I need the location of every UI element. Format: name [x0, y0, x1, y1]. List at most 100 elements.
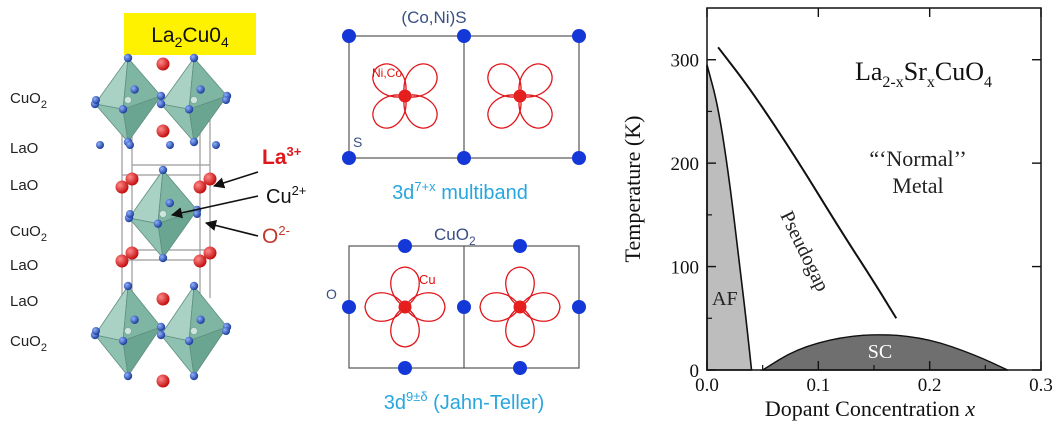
octahedron-middle-oxygen-1: [158, 253, 168, 263]
lanthanum-atom-5: [203, 172, 217, 186]
oxygen-site-2: [342, 300, 356, 314]
octahedron-bottom-left-oxygen-4: [118, 336, 128, 346]
orbital-bottom-site-label: Cu: [419, 272, 436, 287]
oxygen-edge-1: [222, 96, 230, 104]
octahedron-bottom-right-oxygen-1: [189, 371, 199, 381]
orbital-bottom-right: [479, 266, 561, 348]
af-region: [706, 64, 753, 371]
octahedron-top-right: [159, 56, 229, 144]
pseudogap-line: [717, 46, 898, 319]
lanthanum-atom-6: [115, 254, 129, 268]
y-tick-label-0: 0: [690, 361, 700, 382]
sc-region-label: SC: [868, 341, 892, 363]
lanthanum-atom-2: [115, 180, 129, 194]
octahedron-bottom-right-oxygen-0: [189, 281, 199, 291]
oxygen-sites: [342, 239, 586, 375]
pseudogap-label: Pseudogap: [776, 208, 834, 296]
oxygen-site-0: [398, 239, 412, 253]
oxygen-edge-8: [166, 141, 174, 149]
y-axis-label: Temperature (K): [620, 116, 645, 263]
lanthanum-atom-0: [156, 57, 170, 71]
orbital-bottom-caption: 3d9±δ (Jahn-Teller): [384, 389, 545, 414]
normal-metal-label-1: “‘Normal’’: [869, 146, 966, 171]
orbital-top-title: (Co,Ni)S: [401, 8, 466, 27]
normal-metal-label-2: Metal: [892, 173, 943, 198]
octahedron-middle-oxygen-5: [165, 198, 174, 208]
octahedron-bottom-left-oxygen-5: [130, 315, 139, 324]
sulfur-site-5: [572, 151, 586, 165]
orbital-panel-top: (Co,Ni)S Ni,Co S 3d7+x multiband: [342, 8, 586, 204]
lanthanum-atom-7: [125, 246, 139, 260]
lanthanum-atom-11: [156, 374, 170, 388]
oxygen-edge-9: [212, 141, 220, 149]
octahedron-middle-oxygen-0: [158, 165, 168, 175]
x-tick-label-0: 0.0: [695, 375, 719, 396]
orbital-panel-bottom: CuO2 Cu O 3d9±δ (Jahn-Teller): [326, 225, 586, 414]
layer-label-4: LaO: [10, 257, 38, 274]
oxygen-edge-3: [222, 327, 230, 335]
octahedra: [93, 56, 229, 378]
octahedron-top-right-oxygen-5: [196, 85, 205, 94]
y-tick-label-1: 100: [671, 258, 700, 279]
lanthanum-atom-3: [125, 172, 139, 186]
oxygen-edge-4: [126, 210, 134, 218]
lanthanum-atom-4: [193, 180, 207, 194]
layer-label-1: LaO: [10, 140, 38, 157]
lanthanum-atom-1: [156, 124, 170, 138]
lanthanum-atom-10: [156, 292, 170, 306]
orbital-top-right: [487, 63, 553, 129]
la-arrow: [212, 171, 259, 189]
octahedron-bottom-right-oxygen-5: [196, 315, 205, 324]
layer-label-6: CuO2: [10, 333, 47, 354]
octahedron-middle-copper: [159, 210, 167, 218]
octahedron-top-right-copper: [190, 96, 198, 104]
sulfur-site-1: [457, 29, 471, 43]
cu-d-orbitals: [364, 266, 561, 348]
o-arrow: [204, 220, 259, 237]
octahedron-top-left-oxygen-3: [156, 91, 166, 101]
y-tick-label-2: 200: [671, 154, 700, 175]
nico-d-orbitals: [372, 63, 553, 129]
orbital-top-caption: 3d7+x multiband: [392, 179, 528, 204]
orbital-top-left: [372, 63, 438, 129]
layer-label-2: LaO: [10, 177, 38, 194]
ion-labels: La3+ Cu2+ O2-: [170, 144, 306, 248]
oxygen-site-4: [572, 300, 586, 314]
octahedron-top-left: [93, 56, 163, 144]
oxygen-site-6: [513, 361, 527, 375]
octahedron-bottom-left: [93, 284, 163, 378]
orbital-top-corner-label: S: [353, 134, 362, 150]
octahedron-middle-oxygen-4: [153, 219, 163, 228]
oxygen-edge-7: [126, 141, 134, 149]
octahedron-bottom-left-oxygen-1: [123, 371, 133, 381]
octahedron-top-left-oxygen-5: [130, 85, 139, 94]
oxygen-edge-5: [193, 210, 201, 218]
octahedron-bottom-left-oxygen-0: [123, 281, 133, 291]
sc-dome: [760, 334, 1008, 371]
o-ion-label: O2-: [262, 223, 290, 248]
sulfur-sites: [342, 29, 586, 165]
af-region-label: AF: [712, 288, 738, 310]
octahedron-top-left-copper: [124, 96, 132, 104]
sulfur-site-2: [572, 29, 586, 43]
y-tick-label-3: 300: [671, 51, 700, 72]
x-tick-label-3: 0.3: [1029, 375, 1053, 396]
octahedron-bottom-left-copper: [124, 327, 132, 335]
sulfur-site-3: [342, 151, 356, 165]
octahedron-top-right-oxygen-4: [184, 105, 194, 114]
x-axis-label: Dopant Concentration x: [765, 396, 975, 421]
crystal-title: La2Cu04: [151, 24, 229, 50]
orbital-top-site-label: Ni,Co: [372, 66, 402, 80]
oxygen-site-3: [457, 300, 471, 314]
oxygen-site-1: [513, 239, 527, 253]
lanthanum-atom-9: [203, 246, 217, 260]
octahedron-middle: [127, 168, 199, 260]
oxygen-edge-2: [92, 327, 100, 335]
layer-label-0: CuO2: [10, 90, 47, 111]
octahedron-bottom-left-oxygen-3: [156, 322, 166, 332]
x-tick-label-1: 0.1: [806, 375, 830, 396]
oxygen-edge-0: [92, 96, 100, 104]
sulfur-site-4: [457, 151, 471, 165]
